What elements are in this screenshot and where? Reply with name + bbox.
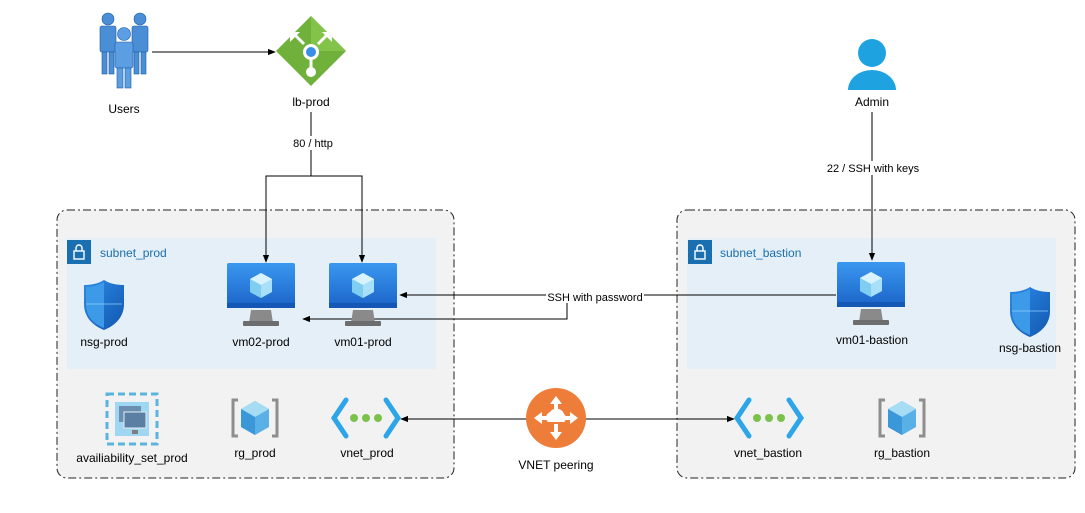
nsg-bastion-label: nsg-bastion xyxy=(999,341,1061,355)
subnet-prod-label: subnet_prod xyxy=(100,246,167,260)
vnet-bastion-label: vnet_bastion xyxy=(734,446,802,460)
load-balancer-icon xyxy=(276,16,346,86)
edge-ssh-password-label: SSH with password xyxy=(547,292,642,304)
vm01-prod-label: vm01-prod xyxy=(334,335,391,349)
admin-label: Admin xyxy=(855,95,889,109)
lb-prod-label: lb-prod xyxy=(292,95,329,109)
vm01-bastion-label: vm01-bastion xyxy=(836,333,908,347)
nsg-prod-label: nsg-prod xyxy=(80,335,127,349)
shield-icon xyxy=(1010,287,1050,337)
edge-ssh-keys-label: 22 / SSH with keys xyxy=(827,163,920,175)
availability-set-prod-label: availiability_set_prod xyxy=(76,451,187,465)
vm02-prod-label: vm02-prod xyxy=(232,335,289,349)
resource-group-icon xyxy=(231,398,279,438)
rg-bastion-label: rg_bastion xyxy=(874,446,930,460)
users-icon xyxy=(99,12,149,89)
vnet-icon xyxy=(330,397,402,439)
subnet-bastion-label: subnet_bastion xyxy=(720,246,801,260)
edge-lb-vm01 xyxy=(311,175,366,263)
rg-prod-label: rg_prod xyxy=(234,446,275,460)
vnet-icon xyxy=(733,397,805,439)
lock-icon xyxy=(688,240,712,264)
vm01-bastion-icon xyxy=(837,262,905,325)
edge-http-label: 80 / http xyxy=(293,138,333,150)
admin-icon xyxy=(848,39,896,90)
lock-icon xyxy=(67,240,91,264)
vnet-prod-label: vnet_prod xyxy=(340,446,393,460)
shield-icon xyxy=(84,280,124,330)
resource-group-icon xyxy=(878,398,926,438)
users-label: Users xyxy=(108,102,139,116)
vm02-prod-icon xyxy=(227,263,295,326)
vnet-peering-label: VNET peering xyxy=(518,458,593,472)
vnet-peering-icon xyxy=(526,388,586,448)
availability-set-icon xyxy=(105,392,159,446)
vm01-prod-icon xyxy=(329,263,397,326)
